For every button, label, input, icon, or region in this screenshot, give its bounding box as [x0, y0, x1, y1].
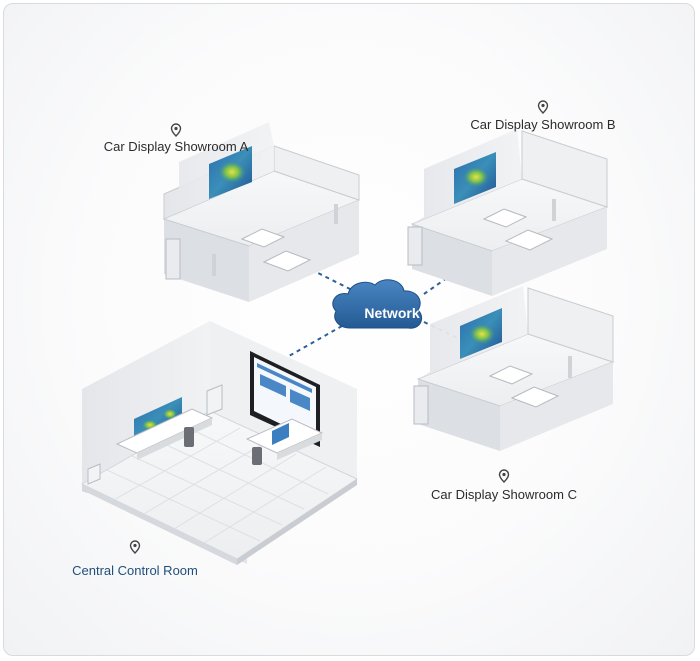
location-pin-icon: [498, 469, 510, 483]
control-room-label: Central Control Room: [72, 563, 198, 578]
showroom-a-room: [162, 122, 361, 302]
network-diagram: Network: [80, 122, 615, 565]
location-pin-icon: [170, 123, 182, 137]
showroom-b-label: Car Display Showroom B: [470, 117, 616, 132]
cloud-icon: [332, 279, 423, 329]
showroom-b-room: [407, 129, 609, 296]
network-label: Network: [364, 305, 419, 321]
showroom-c-room: [413, 286, 615, 451]
showroom-a-label: Car Display Showroom A: [103, 139, 249, 154]
location-pin-icon: [537, 100, 549, 114]
showroom-c-label: Car Display Showroom C: [431, 487, 577, 502]
link-control-room: [288, 325, 343, 357]
location-pin-icon: [129, 540, 141, 554]
network-cloud: Network: [332, 279, 423, 329]
diagram-canvas: Network Car Display Showroom A Car Displ…: [3, 3, 695, 656]
control-room: [80, 321, 359, 565]
